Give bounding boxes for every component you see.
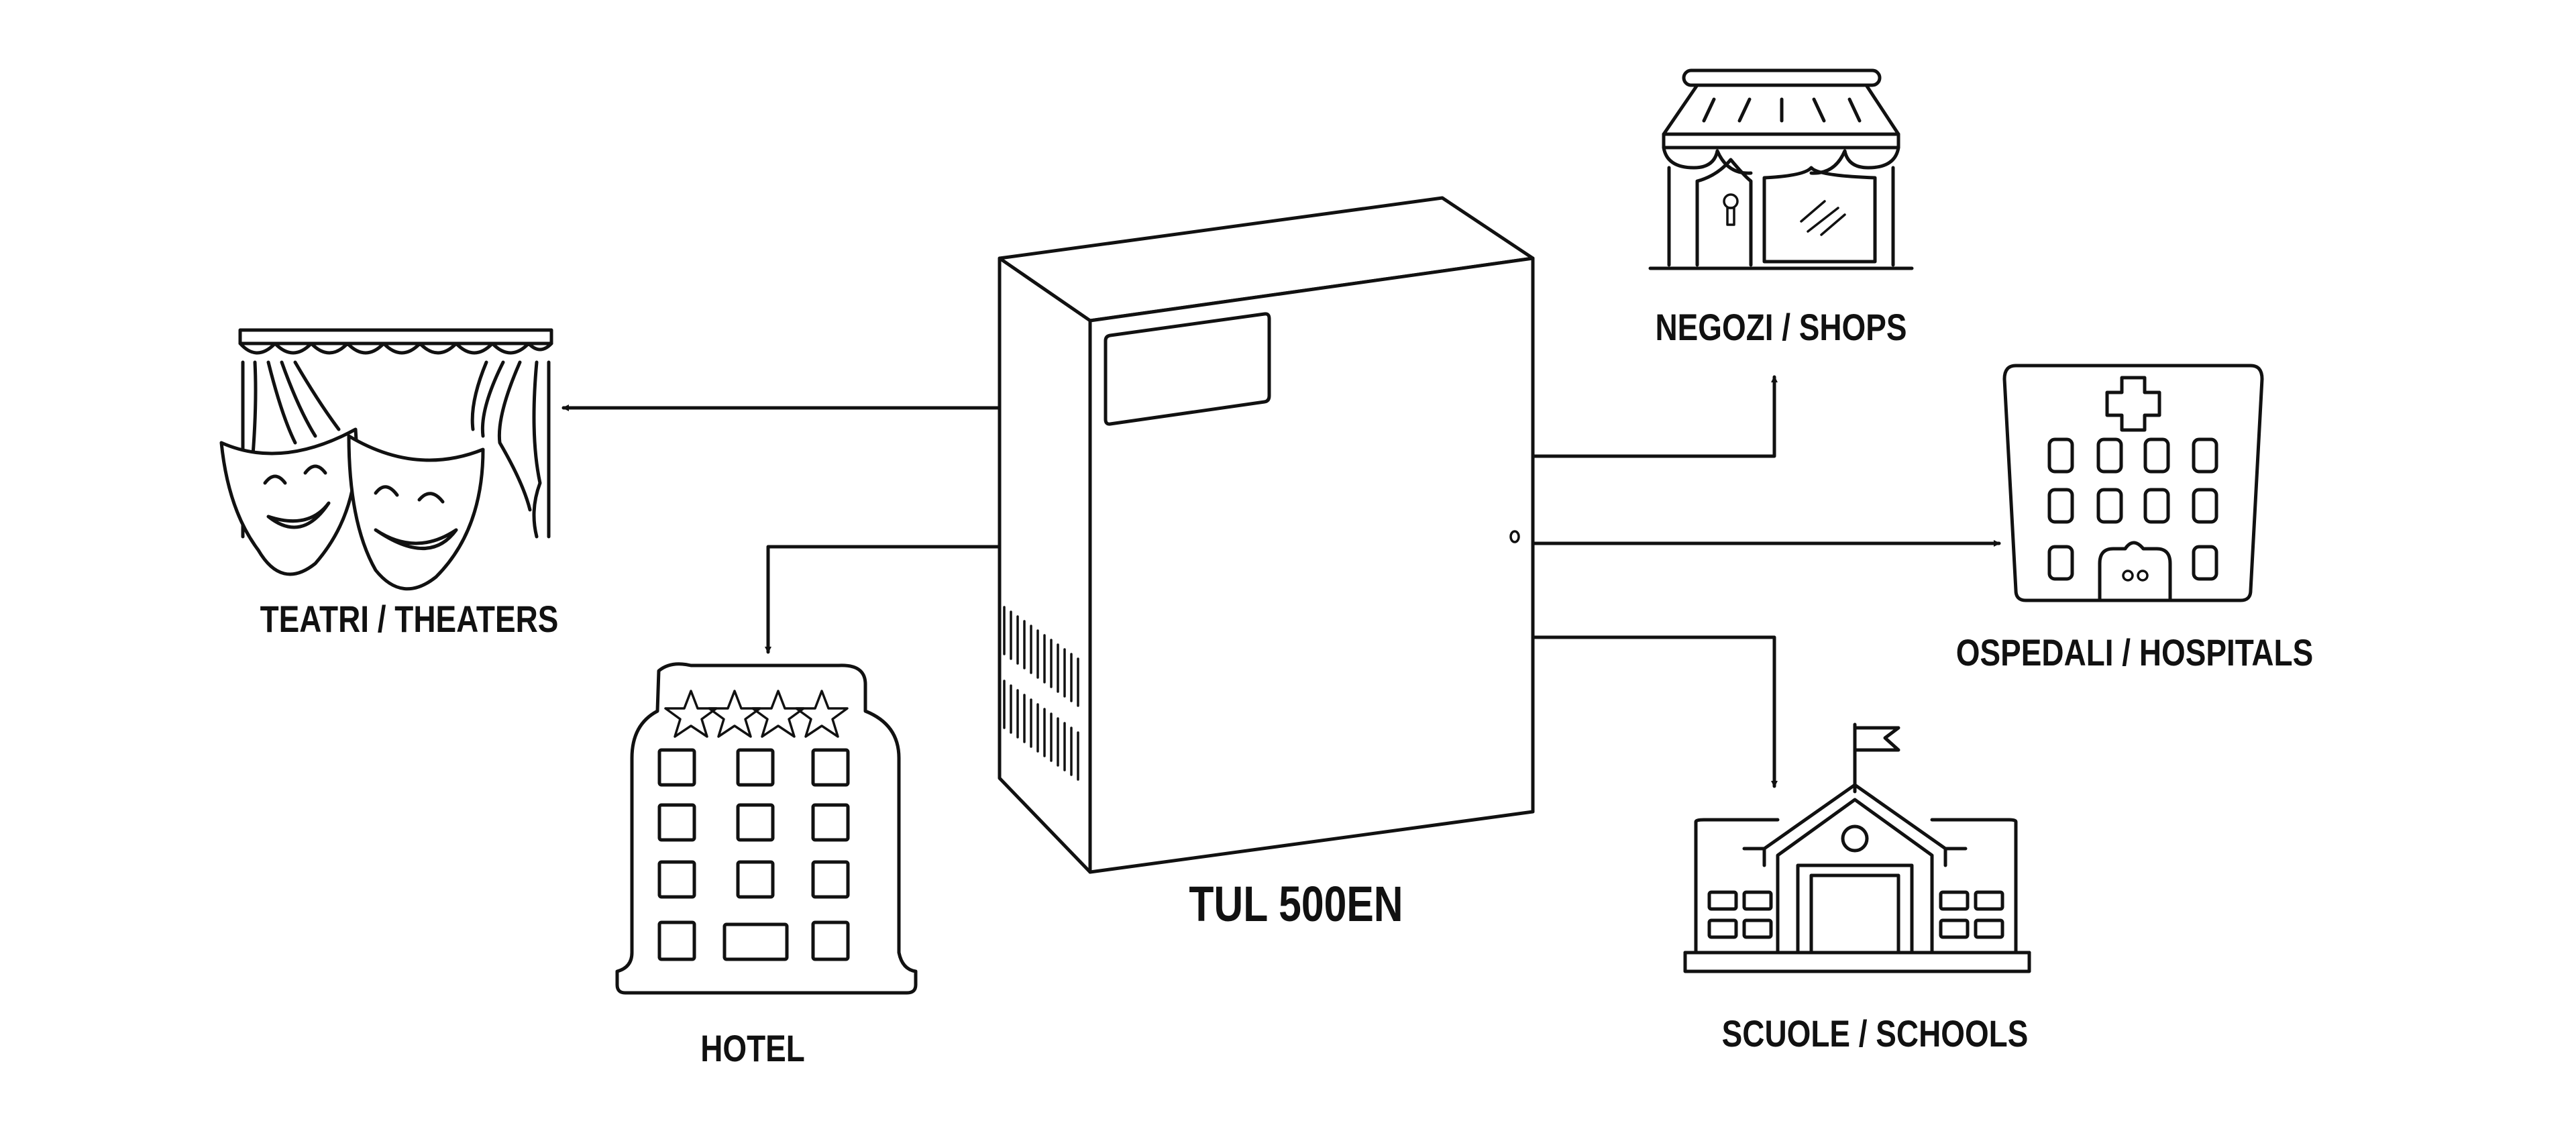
label-shops: NEGOZI / SHOPS	[1655, 306, 1907, 348]
arrow-to-hotel	[765, 545, 1002, 654]
school-icon	[1683, 722, 2031, 973]
connector-arrows	[561, 375, 2001, 788]
arrow-to-shops	[1531, 375, 1778, 458]
cabinet-icon	[998, 196, 1535, 874]
device-name-label: TUL 500EN	[1189, 876, 1403, 932]
shop-icon	[1648, 68, 1914, 270]
cabinet-vent-lower	[1003, 680, 1079, 781]
label-hotel: HOTEL	[700, 1027, 805, 1069]
theater-icon	[219, 328, 553, 591]
label-schools: SCUOLE / SCHOOLS	[1721, 1012, 2029, 1055]
cabinet-vent-upper	[1003, 606, 1079, 707]
hotel-icon	[615, 662, 918, 995]
label-hospitals: OSPEDALI / HOSPITALS	[1955, 631, 2314, 674]
label-theaters: TEATRI / THEATERS	[260, 598, 559, 640]
hospital-icon	[2002, 364, 2264, 602]
arrow-to-schools	[1531, 635, 1778, 788]
